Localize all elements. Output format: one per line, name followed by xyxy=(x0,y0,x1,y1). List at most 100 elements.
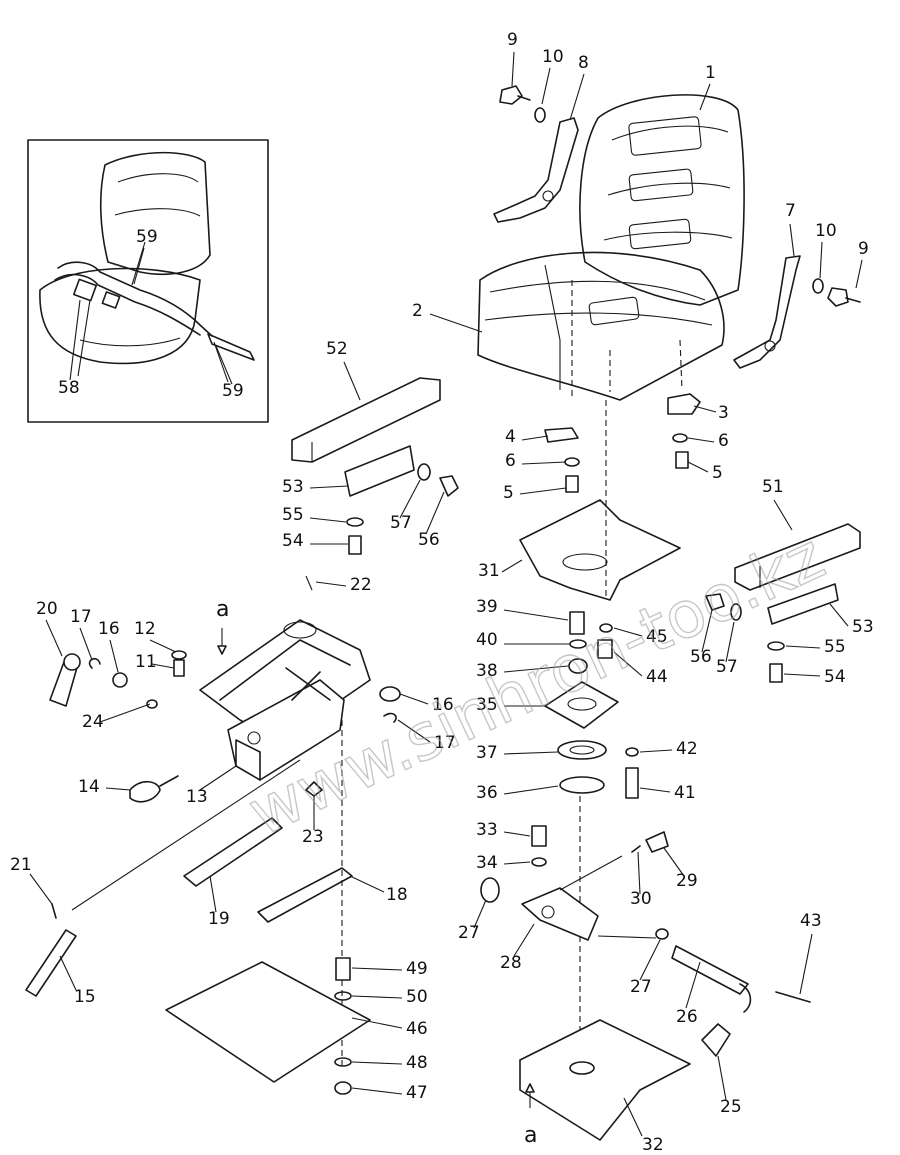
seat-belt-inset xyxy=(27,139,269,423)
leader-line-47 xyxy=(351,1087,403,1095)
leader-line-31 xyxy=(501,559,523,573)
callout-46: 46 xyxy=(406,1019,428,1039)
leader-line-4 xyxy=(521,435,549,441)
callout-57: 57 xyxy=(390,513,412,533)
leader-line-57 xyxy=(725,621,735,663)
bushing-27-left xyxy=(480,877,500,903)
leader-line-11 xyxy=(151,663,175,669)
rail-19 xyxy=(183,817,283,887)
leader-line-10 xyxy=(819,241,823,279)
leader-line-27 xyxy=(473,899,487,929)
bolt-56-left xyxy=(439,475,459,497)
washer-42 xyxy=(625,747,639,757)
screw-30 xyxy=(631,845,641,853)
leader-line-53 xyxy=(829,603,849,627)
leader-line-13 xyxy=(199,765,237,791)
leader-line-30 xyxy=(637,851,641,895)
callout-10: 10 xyxy=(815,221,837,241)
leader-line-9 xyxy=(855,259,863,289)
callout-21: 21 xyxy=(10,855,32,875)
leader-line-28 xyxy=(513,923,535,957)
washer-10-right xyxy=(812,278,824,294)
leader-line-14 xyxy=(105,787,131,791)
armrest-52 xyxy=(291,377,441,463)
callout-25: 25 xyxy=(720,1097,742,1117)
callout-59: 59 xyxy=(136,227,158,247)
callout-42: 42 xyxy=(676,739,698,759)
callout-36: 36 xyxy=(476,783,498,803)
callout-44: 44 xyxy=(646,667,668,687)
leader-line-18 xyxy=(349,875,385,893)
bolt-41 xyxy=(625,767,639,799)
callout-56: 56 xyxy=(418,530,440,550)
washer-50 xyxy=(334,991,352,1001)
leader-line-32 xyxy=(623,1097,643,1137)
washer-57-right xyxy=(730,603,742,621)
leader-line-8 xyxy=(569,73,585,121)
leader-line-2 xyxy=(429,313,483,333)
lower-plate-32 xyxy=(519,1019,691,1141)
leader-line-25 xyxy=(717,1055,727,1101)
armrest-51 xyxy=(734,523,861,591)
seat-cushion xyxy=(477,251,725,401)
callout-24: 24 xyxy=(82,712,104,732)
arrow-label-a: a xyxy=(524,1123,537,1148)
leader-line-52 xyxy=(343,361,361,401)
callout-1: 1 xyxy=(705,63,716,83)
callout-47: 47 xyxy=(406,1083,428,1103)
leader-line-15 xyxy=(59,955,77,991)
leader-line-46 xyxy=(351,1017,403,1029)
callout-56: 56 xyxy=(690,647,712,667)
lower-swivel-assembly xyxy=(480,825,811,1141)
bolt-5-right xyxy=(675,451,689,469)
leader-line-6 xyxy=(521,461,567,465)
callout-52: 52 xyxy=(326,339,348,359)
reference-arrow-a-top xyxy=(217,628,227,655)
callout-55: 55 xyxy=(282,505,304,525)
leader-line-22 xyxy=(315,581,347,587)
bolt-49 xyxy=(335,957,351,981)
callout-32: 32 xyxy=(642,1135,664,1155)
leader-line-24 xyxy=(99,703,151,723)
callout-41: 41 xyxy=(674,783,696,803)
reference-arrow-a-bottom xyxy=(525,1083,535,1108)
callout-9: 9 xyxy=(858,239,869,259)
inset-belt-bolt xyxy=(207,333,255,361)
pin-24 xyxy=(146,699,158,709)
bushing-27-right xyxy=(655,928,669,940)
callout-2: 2 xyxy=(412,301,423,321)
callout-53: 53 xyxy=(282,477,304,497)
washer-34 xyxy=(531,857,547,867)
washer-10-left xyxy=(534,107,546,123)
ring-36 xyxy=(559,776,605,794)
collar-16-left xyxy=(112,672,128,688)
suspension-assembly xyxy=(25,575,401,1070)
leader-line-20 xyxy=(45,619,63,657)
spacer-38 xyxy=(568,658,588,674)
leader-line-41 xyxy=(639,787,671,793)
leader-line-51 xyxy=(773,499,793,531)
callout-16: 16 xyxy=(98,619,120,639)
damper-15 xyxy=(25,929,77,997)
callout-29: 29 xyxy=(676,871,698,891)
washer-6-right xyxy=(672,433,688,443)
bolt-5-left xyxy=(565,475,579,493)
leader-line-34 xyxy=(503,861,531,865)
leader-line-54 xyxy=(783,673,821,677)
leader-line-53 xyxy=(309,485,349,489)
callout-39: 39 xyxy=(476,597,498,617)
leader-line-56 xyxy=(425,491,445,535)
bolt-33 xyxy=(531,825,547,847)
bolt-56-right xyxy=(705,593,725,611)
collar-16-right xyxy=(379,686,401,702)
bolt-54-left xyxy=(348,535,362,555)
leader-line-50 xyxy=(351,995,403,999)
suspension-top xyxy=(199,619,371,743)
callout-6: 6 xyxy=(505,451,516,471)
washer-55-left xyxy=(346,517,364,527)
bracket-4 xyxy=(544,427,579,443)
knob-14 xyxy=(129,780,161,803)
bolt-39 xyxy=(569,611,585,635)
